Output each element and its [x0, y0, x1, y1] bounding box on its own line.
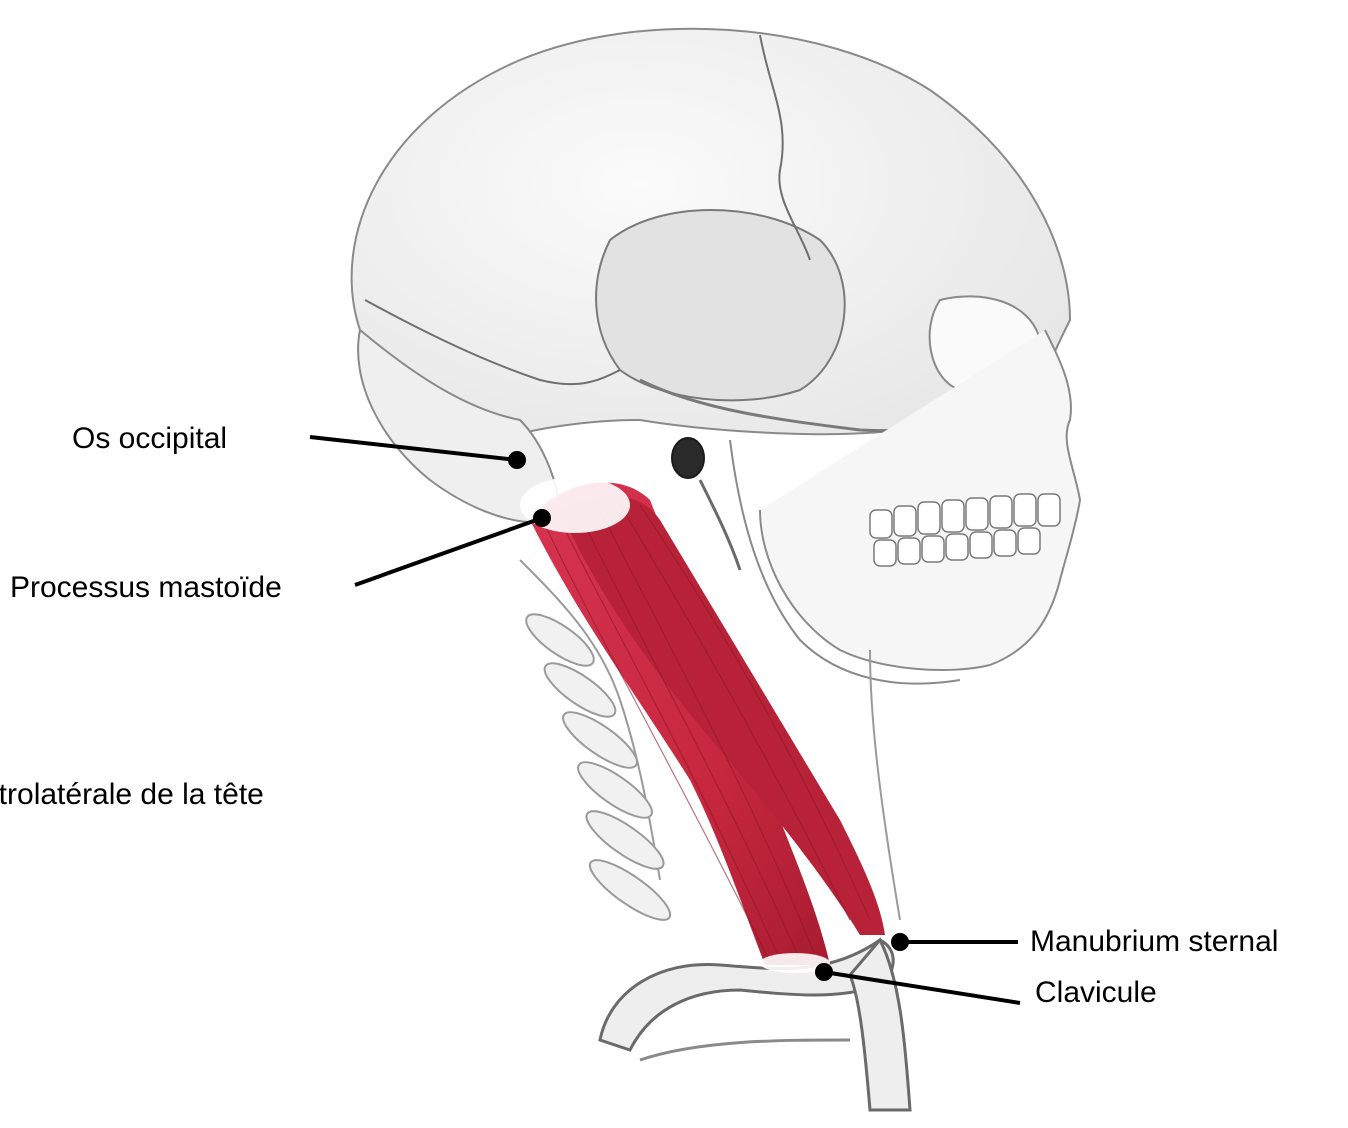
label-processus-mastoide: Processus mastoïde [10, 573, 282, 603]
label-os-occipital: Os occipital [72, 424, 227, 454]
first-rib [640, 1040, 850, 1060]
skull [352, 29, 1080, 684]
dot-mastoid [535, 511, 549, 525]
label-clavicule: Clavicule [1035, 978, 1157, 1008]
label-rotation-controlaterale: ntrolatérale de la tête [0, 780, 264, 810]
temporal-bone [596, 210, 845, 400]
clavicle-bone [600, 940, 893, 1050]
styloid-region [700, 480, 740, 570]
dot-manubrium [893, 935, 907, 949]
leader-mastoid [355, 518, 542, 585]
dot-clavicle [817, 965, 831, 979]
sternum-bone [850, 940, 910, 1110]
dot-occipital [510, 453, 524, 467]
ear-canal [672, 438, 704, 478]
label-manubrium-sternal: Manubrium sternal [1030, 927, 1278, 957]
clavicle-sternum [600, 940, 910, 1110]
neck-outline [870, 650, 900, 920]
